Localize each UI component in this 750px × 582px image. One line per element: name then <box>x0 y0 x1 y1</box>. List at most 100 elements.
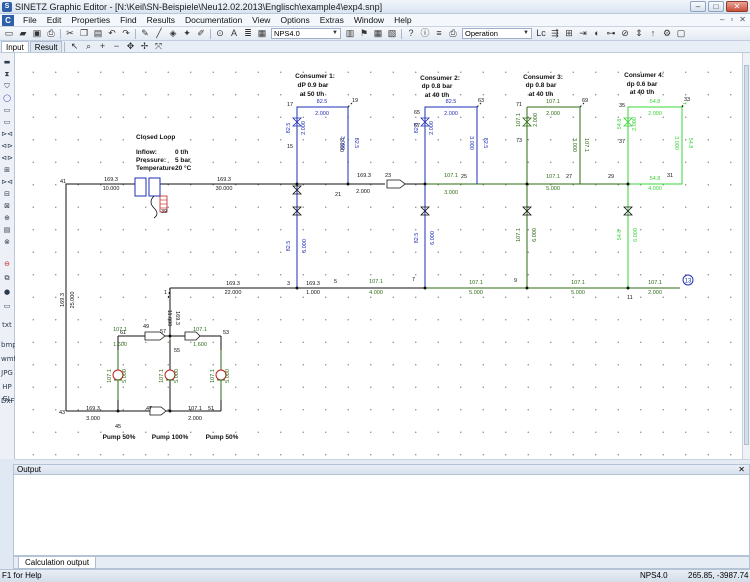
expansion-tank[interactable] <box>134 177 168 219</box>
open-folder-icon[interactable]: ▰ <box>19 28 27 38</box>
zoom-out-icon[interactable]: − <box>113 41 120 51</box>
menu-properties[interactable]: Properties <box>71 15 111 25</box>
copy-icon[interactable]: ❐ <box>79 28 89 38</box>
new-file-icon[interactable]: ▭ <box>4 28 14 38</box>
chart-icon[interactable]: ▥ <box>345 28 355 38</box>
heat-exchanger-icon[interactable]: ▭ <box>3 118 11 126</box>
filter-icon[interactable]: ⊳⊲ <box>1 178 13 186</box>
scrollbar-thumb[interactable] <box>744 65 749 445</box>
tab-calculation-output[interactable]: Calculation output <box>18 557 97 569</box>
move-icon[interactable]: ✢ <box>140 41 149 51</box>
maximize-button[interactable]: □ <box>708 1 724 12</box>
nps-combo[interactable]: NPS4.0 ▼ <box>271 28 341 39</box>
save-icon[interactable]: ▣ <box>32 28 42 38</box>
line-icon[interactable]: ╱ <box>156 28 162 38</box>
vertical-scrollbar[interactable] <box>742 53 750 459</box>
up-arrow-icon[interactable]: ↑ <box>650 28 656 38</box>
menu-file[interactable]: File <box>23 15 37 25</box>
compensator-icon[interactable]: ⊟ <box>4 190 10 198</box>
valve-icon[interactable] <box>420 117 430 127</box>
horizontal-scrollbar[interactable] <box>15 459 750 464</box>
pipe-segment[interactable] <box>65 183 135 411</box>
meter-icon[interactable]: ⊞ <box>4 166 10 174</box>
export-icon[interactable]: ⇥ <box>579 28 587 38</box>
mode-combo[interactable]: Operation ▼ <box>462 28 532 39</box>
menu-results[interactable]: Results <box>146 15 175 25</box>
grid-icon[interactable]: ▦ <box>257 28 267 38</box>
output-panel[interactable] <box>13 475 750 556</box>
menu-help[interactable]: Help <box>394 15 412 25</box>
component-icon[interactable]: ▭ <box>3 302 11 310</box>
wand-icon[interactable]: ✦ <box>183 28 191 38</box>
table-icon[interactable]: ▦ <box>373 28 383 38</box>
reducer-icon[interactable]: ⊲⊳ <box>1 154 13 162</box>
image-icon[interactable]: ▧ <box>387 28 397 38</box>
drop-icon[interactable]: ● <box>3 288 11 296</box>
info-list-icon[interactable]: ≡ <box>436 28 442 38</box>
info-icon[interactable]: ⓘ <box>420 28 430 38</box>
print-icon[interactable]: ⎙ <box>47 28 55 38</box>
close-button[interactable]: ✕ <box>726 1 748 12</box>
bmp-icon[interactable]: bmp <box>1 341 17 349</box>
fill-icon[interactable]: ◈ <box>169 28 177 38</box>
measure-icon[interactable]: ⇕ <box>635 28 643 38</box>
target-icon[interactable]: ⊙ <box>216 28 224 38</box>
mdi-restore-button[interactable]: ▫ <box>730 15 734 24</box>
mdi-close-button[interactable]: ✕ <box>739 15 746 24</box>
arrow-icon[interactable]: ↖ <box>70 41 79 51</box>
help-icon[interactable]: ? <box>408 28 414 38</box>
link-icon[interactable]: ⊶ <box>606 28 616 38</box>
pipe-segment[interactable] <box>296 106 349 184</box>
pump-icon[interactable]: ◐ <box>594 28 600 38</box>
diaphragm-icon[interactable]: ⊳⊲ <box>1 130 13 138</box>
wmf-icon[interactable]: wmf <box>1 355 17 363</box>
forbid-icon[interactable]: ⊘ <box>621 28 629 38</box>
calc-icon[interactable]: Lc <box>536 28 546 38</box>
layers-icon[interactable]: ⧉ <box>4 274 10 282</box>
pencil-icon[interactable]: ✎ <box>141 28 149 38</box>
valve-icon[interactable]: ⧗ <box>4 70 10 78</box>
check-valve-icon[interactable] <box>144 331 166 341</box>
redo-icon[interactable]: ↷ <box>122 28 130 38</box>
check-valve-icon[interactable] <box>184 331 201 341</box>
cross-icon[interactable]: ⊗ <box>4 238 10 246</box>
source-icon[interactable]: ⊖ <box>4 260 10 268</box>
end-node-marker[interactable] <box>682 274 694 286</box>
node-icon[interactable]: ▤ <box>3 226 11 234</box>
mdi-minimize-button[interactable]: – <box>720 15 725 24</box>
flag-icon[interactable]: ⚑ <box>359 28 369 38</box>
jpg-icon[interactable]: JPG <box>1 369 13 377</box>
check-valve-icon[interactable] <box>386 179 406 189</box>
valve-icon[interactable] <box>623 117 633 127</box>
window-icon[interactable]: ▢ <box>676 28 686 38</box>
menu-options[interactable]: Options <box>280 15 310 25</box>
document-icon[interactable]: C <box>2 14 14 26</box>
brush-icon[interactable]: ✐ <box>197 28 205 38</box>
valve-icon[interactable] <box>292 206 302 216</box>
tank-icon[interactable]: ⛉ <box>4 82 10 90</box>
zoom-in-icon[interactable]: + <box>99 41 106 51</box>
menu-edit[interactable]: Edit <box>46 15 62 25</box>
valve-icon[interactable] <box>623 206 633 216</box>
undo-icon[interactable]: ↶ <box>108 28 116 38</box>
paste-icon[interactable]: ▤ <box>93 28 103 38</box>
zoom-icon[interactable]: ⌕ <box>85 41 91 51</box>
pan-icon[interactable]: ✥ <box>126 41 135 51</box>
list-icon[interactable]: ≣ <box>244 28 252 38</box>
mixer-icon[interactable]: ⊲⊳ <box>1 142 13 150</box>
flow-icon[interactable]: ⇶ <box>551 28 559 38</box>
pipe-segment[interactable] <box>424 106 478 288</box>
pointer-icon[interactable]: ▬ <box>3 58 11 66</box>
dxf-icon[interactable]: DxF <box>1 397 15 405</box>
valve-icon[interactable] <box>522 206 532 216</box>
check-valve-icon[interactable] <box>149 406 167 416</box>
close-icon[interactable]: ✕ <box>738 465 745 474</box>
dxf-gl-icon[interactable]: HP GL <box>2 383 12 403</box>
junction-icon[interactable]: ⊕ <box>4 214 10 222</box>
menu-find[interactable]: Find <box>120 15 137 25</box>
text-tool-icon[interactable]: txt <box>2 321 12 329</box>
branch-icon[interactable]: ⊠ <box>4 202 10 210</box>
valve-icon[interactable] <box>522 117 532 127</box>
print-preview-icon[interactable]: ⎙ <box>449 28 457 38</box>
text-icon[interactable]: A <box>230 28 237 38</box>
